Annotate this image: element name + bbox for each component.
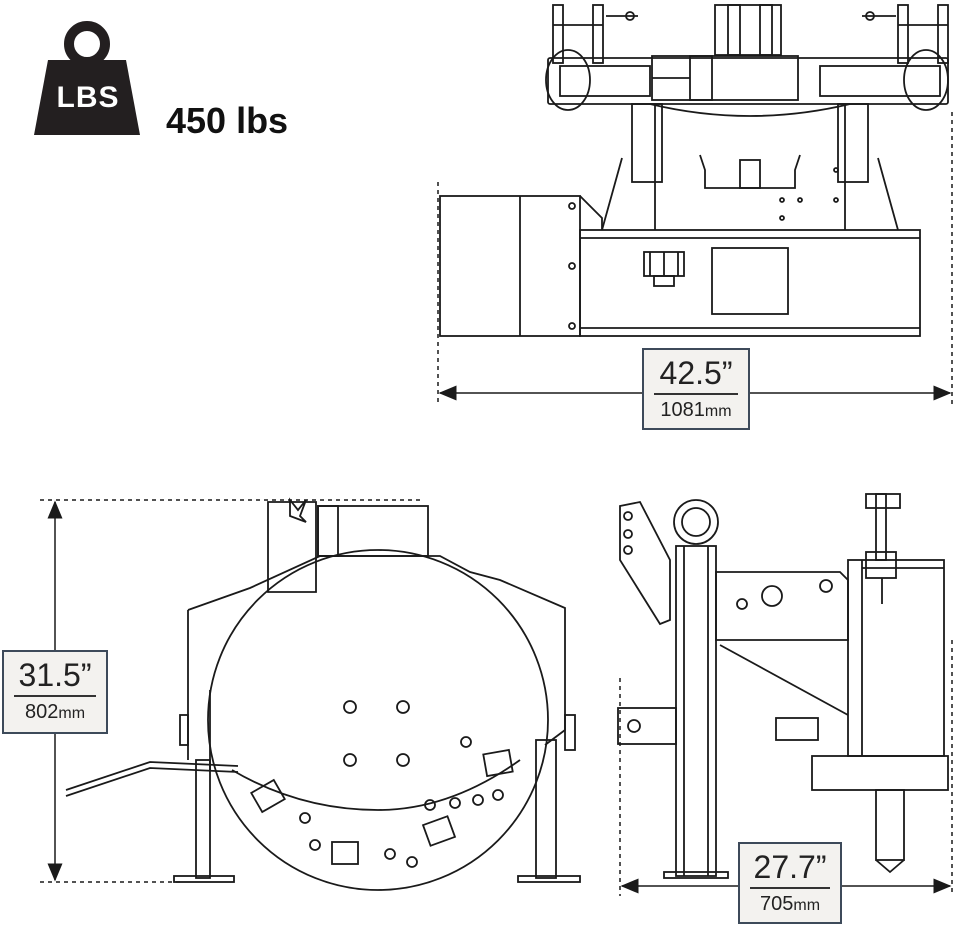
depth-divider: [750, 887, 830, 889]
height-dimension-line: [40, 499, 420, 883]
width-inches: 42.5”: [659, 355, 733, 391]
side-view-drawing: [617, 493, 949, 879]
weight-icon-label: LBS: [56, 81, 120, 114]
front-view-drawing: [65, 497, 581, 891]
height-divider: [14, 695, 96, 697]
width-dimension-box: 42.5” 1081mm: [642, 348, 750, 430]
top-view-drawing: [439, 4, 949, 337]
width-dimension-line: [437, 112, 953, 404]
height-dimension-box: 31.5” 802mm: [2, 650, 108, 734]
depth-dimension-line: [619, 640, 953, 896]
height-inches: 31.5”: [18, 657, 92, 693]
depth-inches: 27.7”: [753, 849, 827, 885]
width-divider: [654, 393, 738, 395]
height-mm: 802mm: [24, 701, 86, 723]
weight-value: 450 lbs: [166, 100, 289, 141]
weight-icon: [34, 21, 140, 135]
depth-dimension-box: 27.7” 705mm: [738, 842, 842, 924]
width-mm: 1081mm: [660, 399, 732, 421]
depth-mm: 705mm: [759, 893, 821, 915]
